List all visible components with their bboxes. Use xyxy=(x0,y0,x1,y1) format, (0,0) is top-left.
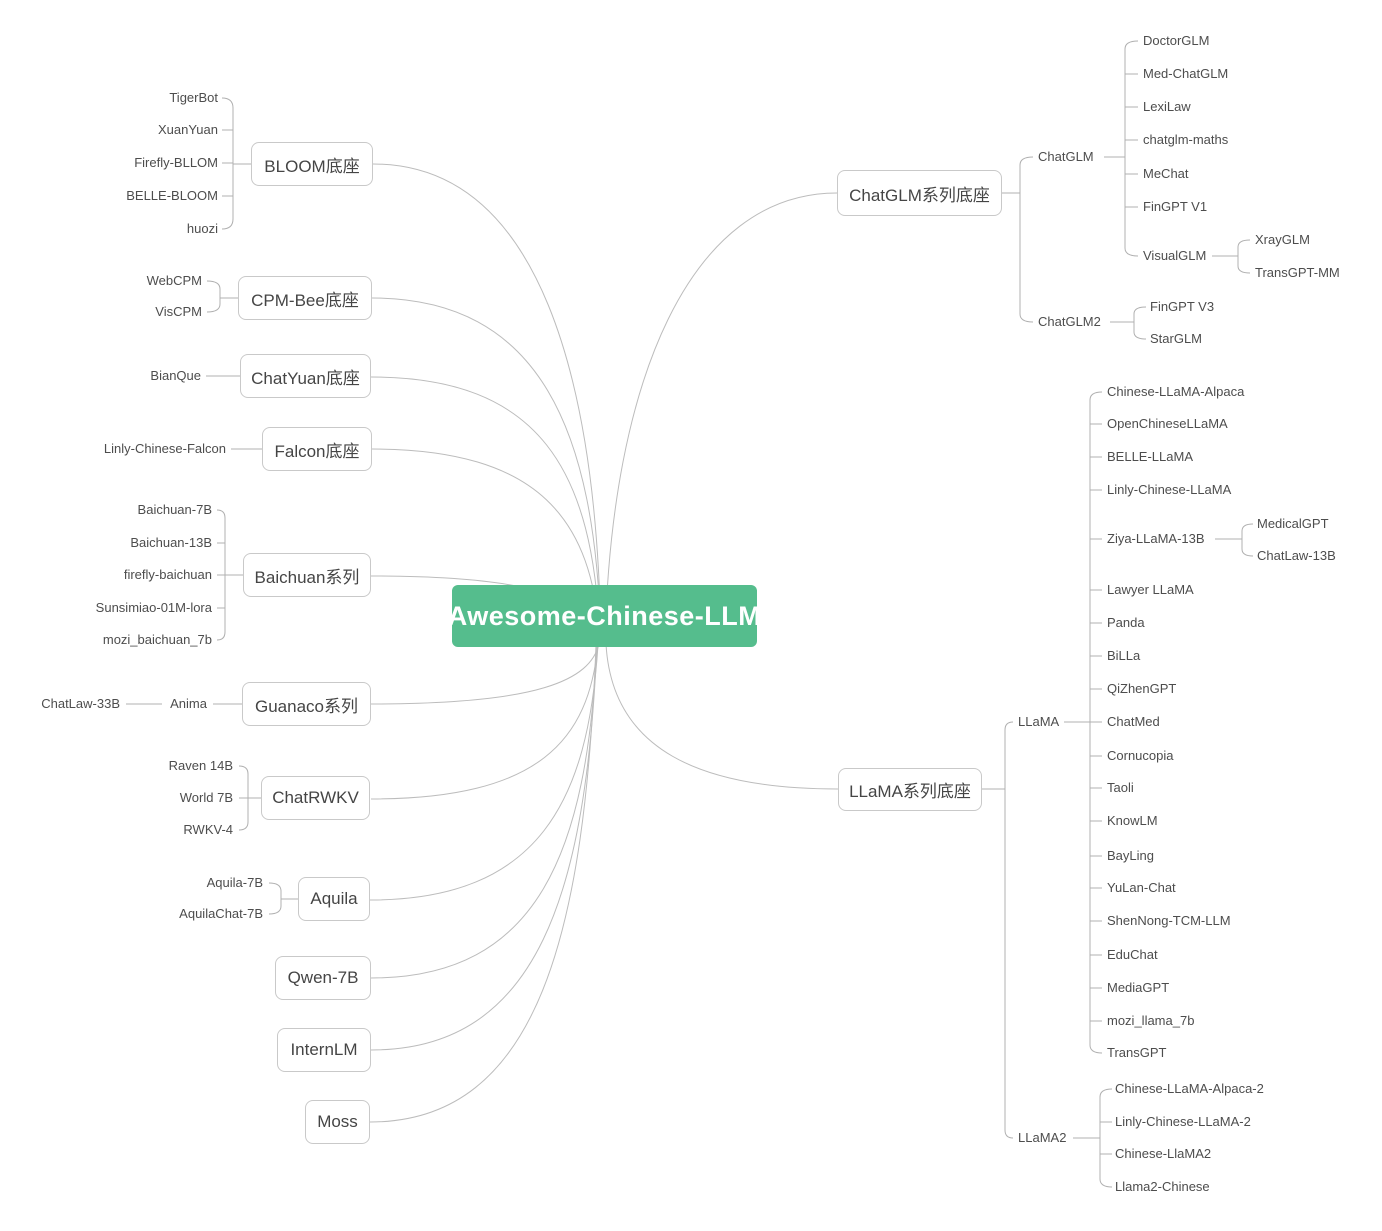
leaf-aquilachat-7b[interactable]: AquilaChat-7B xyxy=(179,906,263,921)
leaf-firefly-bllom[interactable]: Firefly-BLLOM xyxy=(134,155,218,170)
leaf-medicalgpt[interactable]: MedicalGPT xyxy=(1257,516,1329,531)
leaf-sunsimiao-01m-lora[interactable]: Sunsimiao-01M-lora xyxy=(95,600,212,615)
leaf-mozi-baichuan-7b[interactable]: mozi_baichuan_7b xyxy=(102,632,212,647)
branch-chatglm-series[interactable]: ChatGLM系列底座 xyxy=(837,170,1002,216)
leaf-bayling[interactable]: BayLing xyxy=(1107,848,1154,863)
leaf-chinese-llama2[interactable]: Chinese-LlaMA2 xyxy=(1115,1146,1212,1161)
leaf-med-chatglm[interactable]: Med-ChatGLM xyxy=(1143,66,1229,81)
branch-moss[interactable]: Moss xyxy=(305,1100,370,1144)
leaf-lawyer-llama[interactable]: Lawyer LLaMA xyxy=(1107,582,1194,597)
bracket-lines xyxy=(126,40,1254,1188)
leaf-baichuan-7b[interactable]: Baichuan-7B xyxy=(137,502,212,517)
leaf-chatmed[interactable]: ChatMed xyxy=(1107,714,1160,729)
root-node[interactable]: Awesome-Chinese-LLM xyxy=(448,585,761,647)
branch-baichuan[interactable]: Baichuan系列 xyxy=(243,553,371,597)
leaf-world-7b[interactable]: World 7B xyxy=(179,790,233,805)
leaf-chatlaw-13b[interactable]: ChatLaw-13B xyxy=(1257,548,1336,563)
leaf-qizhengpt[interactable]: QiZhenGPT xyxy=(1107,681,1177,696)
leaf-knowlm[interactable]: KnowLM xyxy=(1107,813,1158,828)
leaf-anima[interactable]: Anima xyxy=(170,696,207,711)
leaf-linly-chinese-llama-2[interactable]: Linly-Chinese-LLaMA-2 xyxy=(1115,1114,1251,1129)
leaf-billa[interactable]: BiLLa xyxy=(1107,648,1141,663)
leaf-ziya-llama-13b[interactable]: Ziya-LLaMA-13B xyxy=(1107,531,1205,546)
leaf-mozi-llama-7b[interactable]: mozi_llama_7b xyxy=(1107,1013,1195,1028)
branch-llama-series[interactable]: LLaMA系列底座 xyxy=(838,768,982,811)
leaf-xuanyuan[interactable]: XuanYuan xyxy=(157,122,218,137)
leaf-fingpt-v3[interactable]: FinGPT V3 xyxy=(1150,299,1215,314)
group-llama[interactable]: LLaMA xyxy=(1018,714,1060,729)
leaf-tigerbot[interactable]: TigerBot xyxy=(169,90,218,105)
leaf-raven-14b[interactable]: Raven 14B xyxy=(168,758,233,773)
leaf-lexilaw[interactable]: LexiLaw xyxy=(1143,99,1191,114)
leaf-doctorglm[interactable]: DoctorGLM xyxy=(1143,33,1210,48)
leaf-xrayglm[interactable]: XrayGLM xyxy=(1255,232,1310,247)
branch-internlm[interactable]: InternLM xyxy=(277,1028,371,1072)
leaf-mechat[interactable]: MeChat xyxy=(1143,166,1189,181)
branch-qwen-7b[interactable]: Qwen-7B xyxy=(275,956,371,1000)
leaf-bianque[interactable]: BianQue xyxy=(150,368,201,383)
leaf-panda[interactable]: Panda xyxy=(1107,615,1145,630)
leaf-mediagpt[interactable]: MediaGPT xyxy=(1107,980,1170,995)
leaf-cornucopia[interactable]: Cornucopia xyxy=(1107,748,1174,763)
leaf-fingpt-v1[interactable]: FinGPT V1 xyxy=(1143,199,1208,214)
leaf-huozi[interactable]: huozi xyxy=(186,221,218,236)
leaf-transgpt[interactable]: TransGPT xyxy=(1107,1045,1167,1060)
leaf-chatglm-maths[interactable]: chatglm-maths xyxy=(1143,132,1229,147)
branch-chatrwkv[interactable]: ChatRWKV xyxy=(261,776,370,820)
group-chatglm[interactable]: ChatGLM xyxy=(1038,149,1094,164)
leaf-rwkv-4[interactable]: RWKV-4 xyxy=(183,822,233,837)
branch-aquila[interactable]: Aquila xyxy=(298,877,370,921)
branch-cpm-bee[interactable]: CPM-Bee底座 xyxy=(238,276,372,320)
group-llama2[interactable]: LLaMA2 xyxy=(1018,1130,1067,1145)
leaf-openchinesellama[interactable]: OpenChineseLLaMA xyxy=(1107,416,1228,431)
leaf-belle-bloom[interactable]: BELLE-BLOOM xyxy=(126,188,218,203)
leaf-shennong-tcm-llm[interactable]: ShenNong-TCM-LLM xyxy=(1107,913,1231,928)
leaf-webcpm[interactable]: WebCPM xyxy=(146,273,202,288)
leaf-visualglm[interactable]: VisualGLM xyxy=(1143,248,1207,263)
leaf-taoli[interactable]: Taoli xyxy=(1107,780,1134,795)
branch-bloom[interactable]: BLOOM底座 xyxy=(251,142,373,186)
leaf-yulan-chat[interactable]: YuLan-Chat xyxy=(1107,880,1176,895)
leaf-belle-llama[interactable]: BELLE-LLaMA xyxy=(1107,449,1193,464)
leaf-chinese-llama-alpaca-2[interactable]: Chinese-LLaMA-Alpaca-2 xyxy=(1115,1081,1264,1096)
branch-falcon[interactable]: Falcon底座 xyxy=(262,427,372,471)
leaf-viscpm[interactable]: VisCPM xyxy=(155,304,202,319)
branch-guanaco[interactable]: Guanaco系列 xyxy=(242,682,371,726)
group-chatglm2[interactable]: ChatGLM2 xyxy=(1038,314,1101,329)
leaf-linly-chinese-falcon[interactable]: Linly-Chinese-Falcon xyxy=(103,441,226,456)
leaf-aquila-7b[interactable]: Aquila-7B xyxy=(206,875,263,890)
leaf-transgpt-mm[interactable]: TransGPT-MM xyxy=(1255,265,1340,280)
leaf-chatlaw-33b[interactable]: ChatLaw-33B xyxy=(41,696,120,711)
leaf-starglm[interactable]: StarGLM xyxy=(1150,331,1203,346)
leaf-llama2-chinese[interactable]: Llama2-Chinese xyxy=(1115,1179,1210,1194)
branch-chatyuan[interactable]: ChatYuan底座 xyxy=(240,354,371,398)
leaf-chinese-llama-alpaca[interactable]: Chinese-LLaMA-Alpaca xyxy=(1107,384,1245,399)
leaf-firefly-baichuan[interactable]: firefly-baichuan xyxy=(123,567,212,582)
leaf-educhat[interactable]: EduChat xyxy=(1107,947,1158,962)
leaf-linly-chinese-llama[interactable]: Linly-Chinese-LLaMA xyxy=(1107,482,1232,497)
leaf-baichuan-13b[interactable]: Baichuan-13B xyxy=(130,535,212,550)
